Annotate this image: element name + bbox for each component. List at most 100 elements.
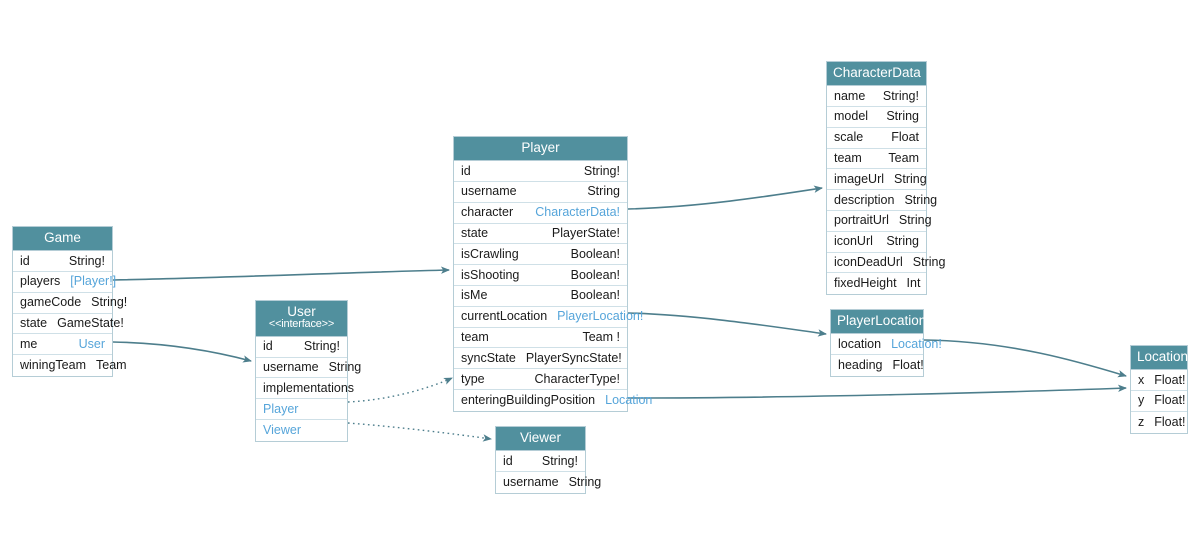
field-name: state	[461, 225, 489, 240]
field-name: model	[834, 109, 869, 124]
field-type: String	[898, 213, 932, 228]
field-type[interactable]: CharacterData!	[535, 205, 620, 220]
field-name: team	[461, 329, 489, 344]
field-name: isCrawling	[461, 246, 519, 261]
field-type[interactable]: User	[78, 336, 105, 351]
field-type: PlayerSyncState!	[525, 350, 622, 365]
field-type[interactable]: PlayerLocation!	[557, 309, 644, 324]
field-name: isMe	[461, 288, 488, 303]
field-type: String!	[882, 88, 919, 103]
field-type: String!	[583, 163, 620, 178]
edge-user-implements-viewer	[347, 422, 492, 442]
field-type: String	[328, 359, 362, 374]
field-name: x	[1138, 372, 1145, 387]
field-row[interactable]: isShooting Boolean!	[454, 265, 627, 286]
field-row[interactable]: id String!	[496, 451, 585, 472]
entity-header-playerlocation: PlayerLocation	[831, 310, 927, 335]
field-type: Team	[96, 358, 127, 373]
field-name: me	[20, 336, 38, 351]
entity-header-game: Game	[13, 227, 112, 252]
entity-header-viewer: Viewer	[496, 427, 585, 452]
field-name: id	[263, 339, 273, 354]
field-name: username	[503, 474, 559, 489]
field-type: Team !	[582, 329, 620, 344]
field-type: GameState!	[57, 315, 124, 330]
field-type[interactable]: Location	[605, 392, 653, 407]
field-type[interactable]: Location!	[891, 336, 942, 351]
field-row[interactable]: players[Player!]	[13, 271, 116, 293]
field-row[interactable]: location Location!	[831, 334, 942, 355]
field-type: String!	[91, 295, 128, 310]
edge-player-currentlocation-to-playerlocation	[627, 312, 827, 337]
field-type: String!	[541, 453, 578, 468]
implementation-name: Player	[263, 401, 299, 416]
field-row[interactable]: currentLocation PlayerLocation!	[454, 306, 643, 328]
field-type: Boolean!	[570, 267, 620, 282]
field-type: String	[904, 192, 938, 207]
field-name: currentLocation	[461, 309, 548, 324]
field-name: iconUrl	[834, 234, 873, 249]
field-name: location	[838, 336, 882, 351]
field-type: Float	[891, 130, 919, 145]
field-name: isShooting	[461, 267, 520, 282]
field-type[interactable]: [Player!]	[70, 274, 117, 289]
field-row[interactable]: me User	[13, 334, 112, 356]
field-row[interactable]: gameCode String!	[13, 292, 127, 314]
entity-name: Game	[44, 230, 81, 245]
field-name: id	[503, 453, 513, 468]
field-row[interactable]: syncState PlayerSyncState!	[454, 348, 627, 370]
field-type: String!	[68, 253, 105, 268]
field-row[interactable]: isMe Boolean!	[454, 285, 627, 307]
entity-header-characterdata: CharacterData	[827, 62, 926, 87]
implementation-row[interactable]: Viewer	[256, 419, 347, 441]
entity-name: Viewer	[519, 430, 562, 445]
field-name: heading	[838, 357, 883, 372]
edge-user-implements-player	[347, 377, 453, 403]
field-type: Boolean!	[570, 288, 620, 303]
entity-name: PlayerLocation	[837, 313, 927, 328]
implementation-row[interactable]: Player	[256, 399, 347, 420]
field-name: id	[20, 253, 30, 268]
field-row[interactable]: id String!	[13, 251, 112, 272]
field-row[interactable]: team Team !	[454, 327, 627, 349]
field-name: syncState	[461, 350, 516, 365]
implementations-label: implementations	[263, 380, 355, 395]
edge-player-enteringbuildingposition-to-location	[627, 384, 1127, 399]
edge-game-me-to-user	[112, 341, 252, 363]
field-name: gameCode	[20, 295, 82, 310]
field-name: imageUrl	[834, 171, 885, 186]
